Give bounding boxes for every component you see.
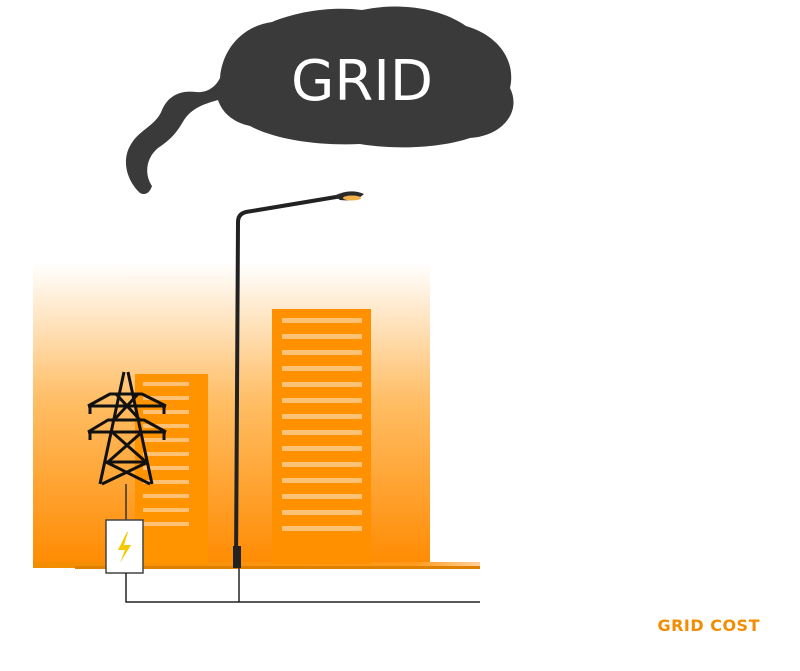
ground-strip [33,562,480,568]
grid-cost-label: GRID COST [657,616,760,635]
street-lamp [233,191,364,568]
power-pylon [87,371,167,486]
underground-cable [125,573,480,603]
lightning-bolt-icon [118,532,131,563]
electric-meter-icon [105,519,144,574]
smoke-cloud: GRID [125,6,514,195]
ground-shadow [75,566,480,569]
cloud-label: GRID [291,49,433,114]
building-small [135,374,208,564]
building-tall [272,309,371,564]
